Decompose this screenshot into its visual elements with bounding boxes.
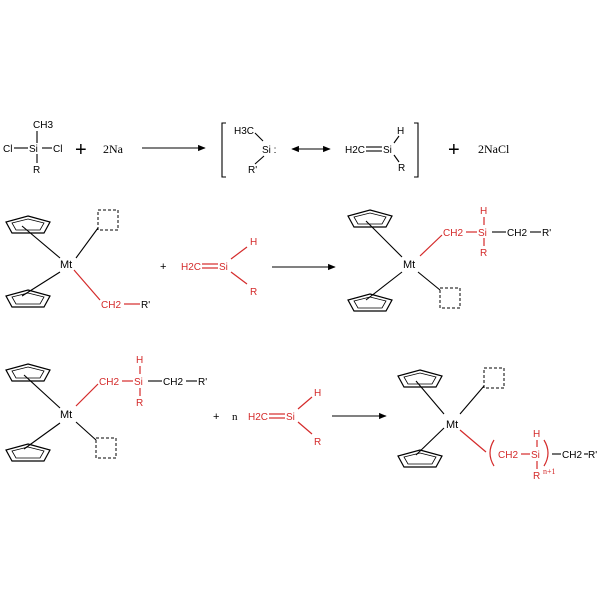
row-3-propagation: Mt CH2 Si H R CH2 R' + n H2C Si H xyxy=(5,355,597,482)
r-group-label: R xyxy=(314,437,321,448)
silicon-label: Si xyxy=(531,450,540,461)
sodium-reagent: 2Na xyxy=(103,142,124,156)
metal-center-label: Mt xyxy=(403,259,415,271)
methylene-label: CH2 xyxy=(507,228,527,239)
r-group-label: R xyxy=(136,398,143,409)
metal-center-label: Mt xyxy=(446,419,458,431)
silylene-silicon-label: Si : xyxy=(262,145,276,156)
metallocene-silylalkyl-complex: Mt CH2 Si H R CH2 R' xyxy=(5,355,207,462)
silene-reagent: H2C Si H R xyxy=(248,388,321,448)
hydrogen-label: H xyxy=(314,388,321,399)
silene-reagent: H2C Si H R xyxy=(181,237,257,298)
r-group-label: R xyxy=(480,248,487,259)
r-group-label: R' xyxy=(542,228,551,239)
row-1-silane-reduction: CH3 Cl Si Cl R + 2Na H3C Si : R' H2C xyxy=(3,120,510,178)
vacant-site-box xyxy=(483,367,505,389)
hydrogen-label: H xyxy=(397,126,404,137)
hydrogen-label: H xyxy=(136,355,143,366)
metal-center-label: Mt xyxy=(60,259,72,271)
r-group-label: R xyxy=(33,165,40,176)
silicon-label: Si xyxy=(478,228,487,239)
silicon-label: Si xyxy=(29,144,38,155)
r-group-label: R' xyxy=(198,377,207,388)
methylene-label: CH2 xyxy=(163,377,183,388)
hydrogen-label: H xyxy=(533,429,540,440)
r-group-label: R xyxy=(398,163,405,174)
r-group-label: R xyxy=(533,471,540,482)
right-bracket xyxy=(414,122,419,178)
silicon-label: Si xyxy=(383,145,392,156)
methylene-label: CH2 xyxy=(562,450,582,461)
sodium-chloride-product: 2NaCl xyxy=(478,142,510,156)
methylene-label: CH2 xyxy=(443,228,463,239)
chloro-right-label: Cl xyxy=(53,144,62,155)
vacant-site-box xyxy=(95,437,117,459)
repeat-subscript: n+1 xyxy=(543,467,556,476)
repeat-count-n: n xyxy=(232,411,238,423)
row-2-insertion: Mt CH2 R' + H2C Si H R Mt xyxy=(5,206,551,312)
silicon-label: Si xyxy=(134,377,143,388)
plus-sign: + xyxy=(213,411,219,423)
metal-center-label: Mt xyxy=(60,409,72,421)
cyclopentadienyl-ring-bottom xyxy=(397,449,443,468)
left-parenthesis xyxy=(489,439,495,467)
methylene-label: H2C xyxy=(248,412,268,423)
methylene-label: H2C xyxy=(181,262,201,273)
plus-sign: + xyxy=(448,139,460,161)
dichloromethylsilane: CH3 Cl Si Cl R xyxy=(3,120,62,176)
methylene-label: CH2 xyxy=(99,377,119,388)
hydrogen-label: H xyxy=(480,206,487,217)
methylene-label: H2C xyxy=(345,145,365,156)
methylene-label: CH2 xyxy=(101,300,121,311)
plus-sign: + xyxy=(75,139,87,161)
plus-sign: + xyxy=(160,261,166,273)
vacant-site-box xyxy=(97,209,119,231)
methyl-label: CH3 xyxy=(33,120,53,131)
chloro-left-label: Cl xyxy=(3,144,12,155)
insertion-product: Mt CH2 Si H R CH2 R' xyxy=(347,206,551,312)
silene-structure: H2C Si H R xyxy=(345,126,405,174)
r-group-label: R' xyxy=(141,300,150,311)
cyclopentadienyl-ring-top xyxy=(397,369,443,388)
polycarbosilane-product: Mt CH2 Si H R n+1 CH2 R' xyxy=(397,367,597,482)
r-group-label: R xyxy=(250,287,257,298)
metallocene-alkyl-complex: Mt CH2 R' xyxy=(5,209,150,311)
vacant-site-box xyxy=(439,287,461,309)
r-group-label: R' xyxy=(588,450,597,461)
silicon-label: Si xyxy=(219,262,228,273)
silicon-label: Si xyxy=(286,412,295,423)
right-parenthesis xyxy=(543,439,549,467)
left-bracket xyxy=(221,122,226,178)
methylene-label: CH2 xyxy=(498,450,518,461)
hydrogen-label: H xyxy=(250,237,257,248)
silylene-structure: H3C Si : R' xyxy=(234,126,276,176)
r-group-label: R' xyxy=(248,165,257,176)
methyl-label: H3C xyxy=(234,126,254,137)
